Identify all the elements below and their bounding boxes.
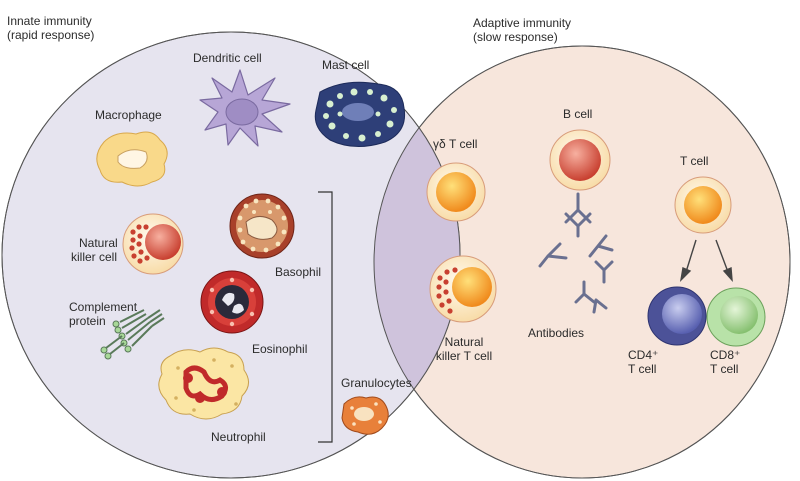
innate-outline (1, 31, 461, 479)
eosinophil-label: Eosinophil (252, 342, 308, 356)
antibodies-label: Antibodies (528, 326, 585, 340)
macrophage-label: Macrophage (95, 108, 162, 122)
basophil-label: Basophil (275, 265, 322, 279)
b-cell-label: B cell (563, 107, 593, 121)
adaptive-outline (373, 45, 791, 479)
mast-cell-icon (314, 81, 406, 147)
innate-subtitle: (rapid response) (7, 28, 95, 42)
complement-protein-icon (100, 309, 165, 360)
complement-protein-label-line2: protein (69, 314, 106, 328)
natural-killer-t-cell-label-line1: Natural (444, 335, 484, 349)
b-cell-icon (549, 129, 611, 191)
mast-cell-label: Mast cell (322, 58, 370, 72)
natural-killer-t-cell-icon (429, 255, 497, 323)
adaptive-subtitle: (slow response) (473, 30, 558, 44)
differentiation-arrows (679, 239, 733, 283)
natural-killer-cell-icon (122, 213, 184, 275)
cd4-t-cell-label-line1: CD4⁺ (628, 348, 659, 362)
cd4-t-cell-label-line2: T cell (628, 362, 657, 376)
cd8-t-cell-label-line2: T cell (710, 362, 739, 376)
antibodies-icon (538, 192, 614, 314)
t-cell-label: T cell (680, 154, 709, 168)
gamma-delta-t-cell-icon (426, 162, 486, 222)
basophil-icon (229, 193, 295, 259)
granulocytes-bracket (318, 191, 333, 443)
natural-killer-t-cell-label-line2: killer T cell (435, 349, 493, 363)
innate-title: Innate immunity (7, 14, 92, 28)
neutrophil-icon (158, 347, 249, 420)
adaptive-title: Adaptive immunity (473, 16, 572, 30)
natural-killer-cell-label-line2: killer cell (71, 250, 118, 264)
granulocytes-icon (341, 396, 389, 435)
cd4-t-cell-icon (647, 286, 707, 346)
macrophage-icon (96, 131, 168, 187)
t-cell-icon (674, 176, 732, 234)
natural-killer-cell-label-line1: Natural (79, 236, 118, 250)
gamma-delta-t-cell-label: γδ T cell (433, 137, 478, 151)
dendritic-cell-icon (199, 69, 291, 147)
granulocytes-label: Granulocytes (341, 376, 412, 390)
dendritic-cell-label: Dendritic cell (193, 51, 262, 65)
cd8-t-cell-icon (706, 287, 766, 347)
eosinophil-icon (200, 270, 264, 334)
complement-protein-label-line1: Complement (69, 300, 138, 314)
cd8-t-cell-label-line1: CD8⁺ (710, 348, 741, 362)
neutrophil-label: Neutrophil (211, 430, 266, 444)
